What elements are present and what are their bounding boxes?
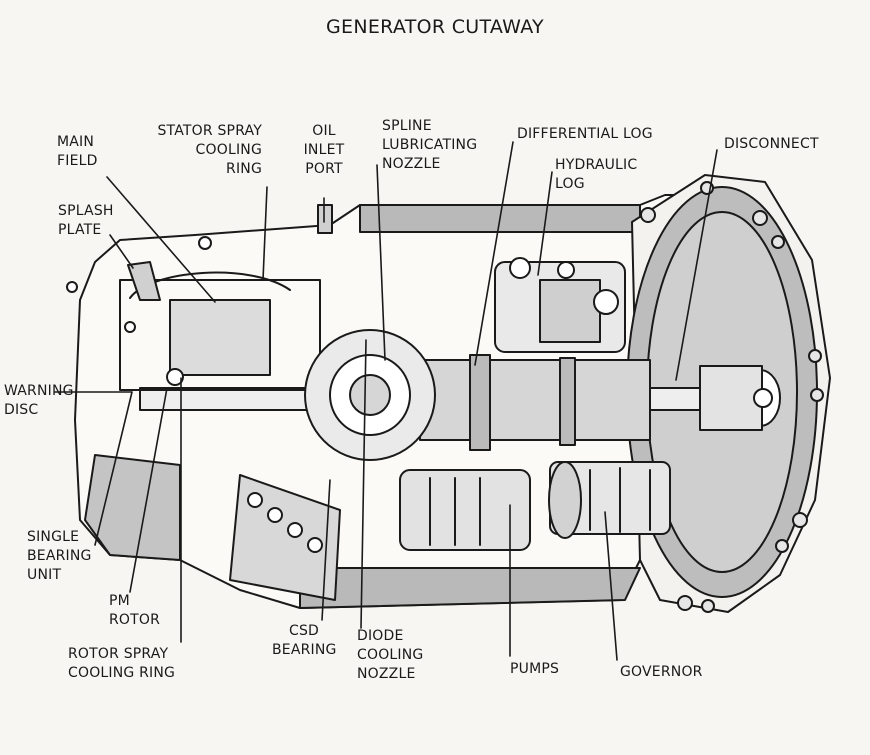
differential-gear bbox=[469, 354, 576, 451]
leader-single-bearing bbox=[94, 391, 133, 546]
leader-main-field bbox=[106, 176, 216, 303]
leader-differential-log bbox=[474, 141, 514, 366]
label-rotor-spray-cooling-ring: ROTOR SPRAY COOLING RING bbox=[68, 646, 176, 681]
leader-csd-bearing bbox=[321, 479, 331, 621]
diagram-title: GENERATOR CUTAWAY bbox=[326, 16, 544, 38]
splash-plate bbox=[127, 261, 161, 301]
label-stator-spray-cooling-ring: STATOR SPRAY COOLING RING bbox=[157, 123, 262, 177]
leader-diode-nozzle bbox=[360, 339, 367, 629]
housing-shell-bottom bbox=[299, 567, 641, 609]
label-csd-bearing: CSD BEARING bbox=[272, 623, 337, 658]
leader-spline-nozzle bbox=[376, 164, 386, 361]
stator-section bbox=[119, 279, 321, 391]
label-oil-inlet-port: OIL INLET PORT bbox=[303, 123, 345, 177]
leader-disconnect bbox=[675, 149, 718, 381]
label-governor: GOVERNOR bbox=[620, 664, 703, 680]
housing-shell-left bbox=[84, 454, 181, 561]
hydraulic-log-block bbox=[539, 279, 601, 343]
leader-splash-plate bbox=[109, 234, 134, 269]
main-field-rotor bbox=[169, 299, 271, 376]
label-single-bearing-unit: SINGLE BEARING UNIT bbox=[27, 529, 92, 583]
governor-gear bbox=[548, 461, 582, 539]
leader-stator-spray bbox=[262, 186, 268, 281]
leader-pm-rotor bbox=[129, 387, 168, 593]
leader-governor bbox=[604, 511, 618, 661]
label-hydraulic-log: HYDRAULIC LOG bbox=[555, 157, 638, 192]
leader-hydraulic-log bbox=[537, 171, 553, 276]
label-disconnect: DISCONNECT bbox=[724, 136, 819, 152]
label-splash-plate: SPLASH PLATE bbox=[58, 203, 114, 238]
label-differential-log: DIFFERENTIAL LOG bbox=[517, 126, 653, 142]
output-spline-hub bbox=[699, 365, 763, 431]
label-pumps: PUMPS bbox=[510, 661, 560, 677]
oil-inlet-port bbox=[317, 204, 333, 234]
label-warning-disc: WARNING DISC bbox=[4, 383, 74, 418]
housing-bolts bbox=[66, 236, 212, 386]
label-diode-cooling-nozzle: DIODE COOLING NOZZLE bbox=[357, 628, 424, 682]
differential-shaft-body bbox=[419, 359, 651, 441]
label-pm-rotor: PM ROTOR bbox=[109, 593, 161, 628]
label-spline-lubricating-nozzle: SPLINE LUBRICATING NOZZLE bbox=[382, 118, 478, 172]
pump-assembly bbox=[399, 469, 531, 551]
leader-lines bbox=[54, 141, 718, 661]
flange-bolts bbox=[640, 181, 824, 613]
label-main-field: MAIN FIELD bbox=[57, 134, 98, 169]
output-spline-center bbox=[753, 388, 773, 408]
